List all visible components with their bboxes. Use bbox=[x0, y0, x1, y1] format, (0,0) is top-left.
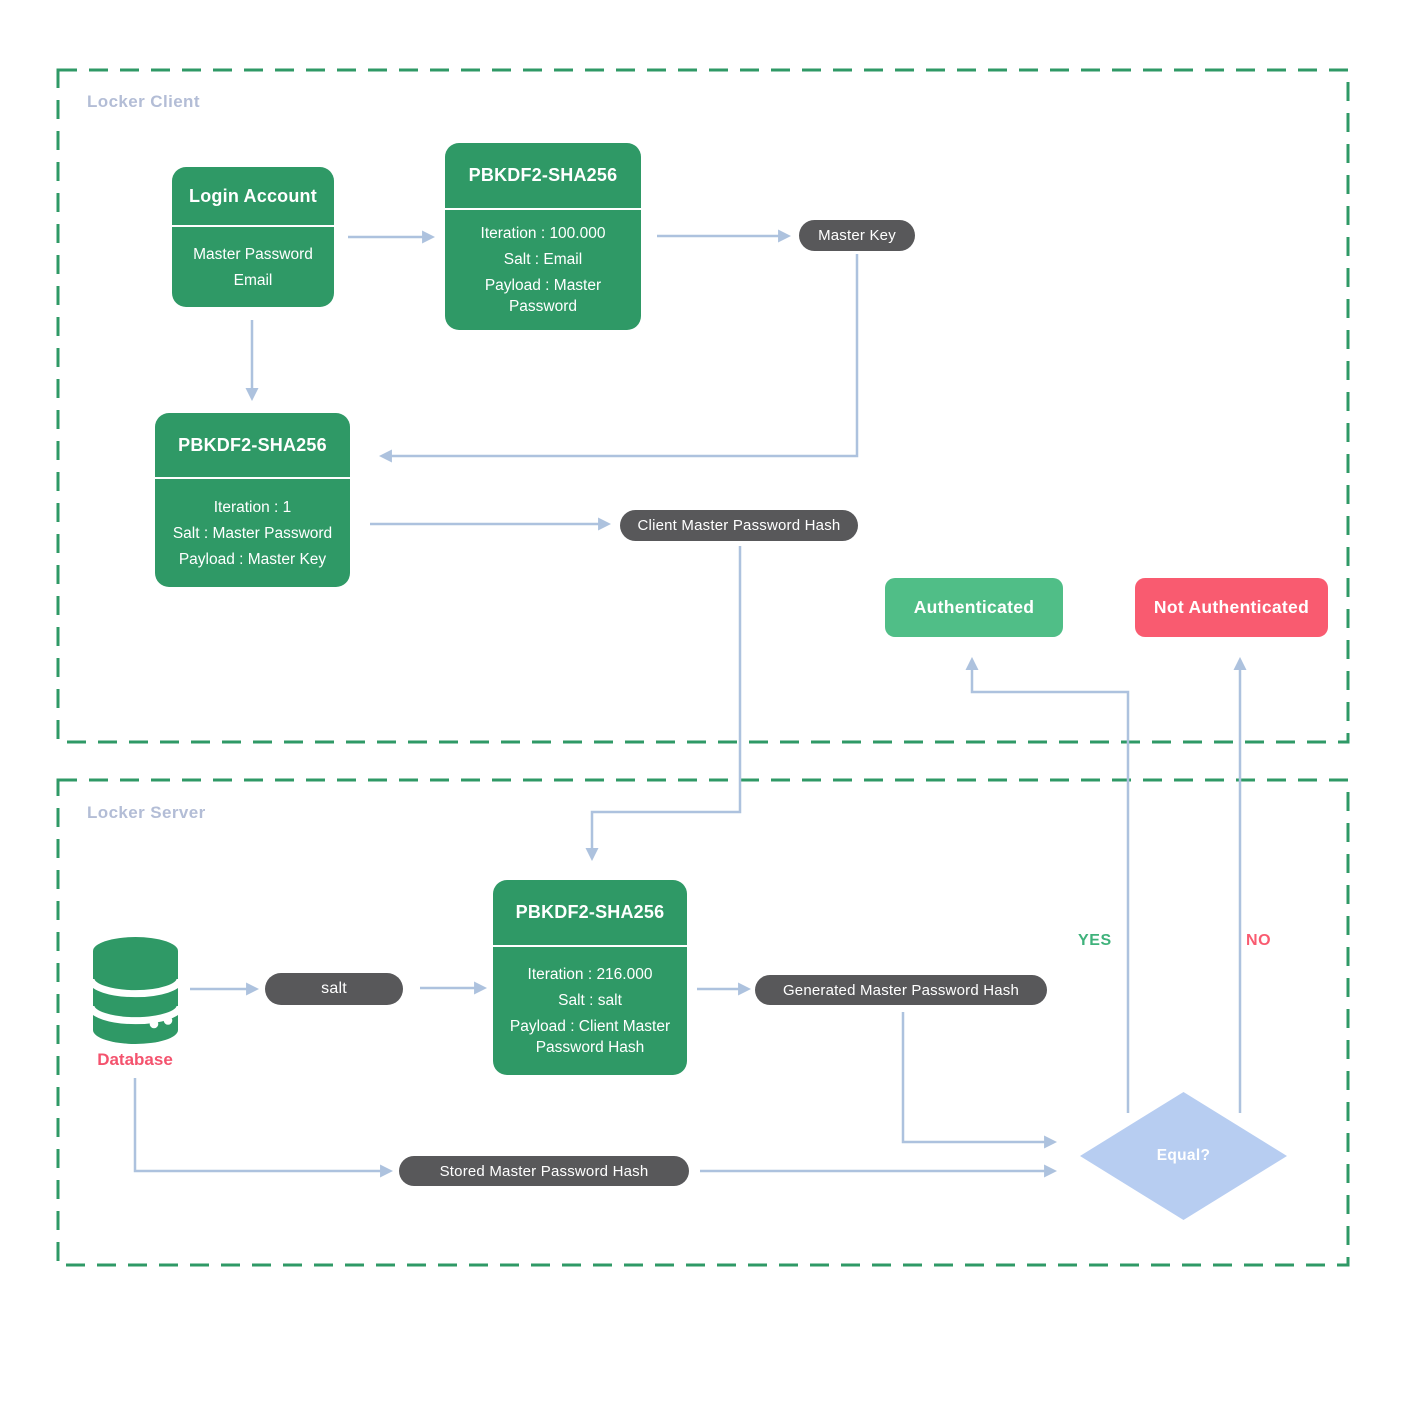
kdf-master-key-body: Iteration : 100.000 Salt : Email Payload… bbox=[445, 210, 641, 330]
stored-master-password-hash-pill: Stored Master Password Hash bbox=[399, 1156, 689, 1186]
login-account-line: Email bbox=[233, 271, 273, 289]
not-authenticated-box: Not Authenticated bbox=[1135, 578, 1328, 637]
database-label: Database bbox=[97, 1050, 173, 1069]
kdf-line: Salt : Email bbox=[503, 251, 583, 268]
login-account-line: Master Password bbox=[193, 245, 313, 263]
kdf-line: Payload : Master Password bbox=[484, 277, 602, 315]
locker-client-label: Locker Client bbox=[87, 92, 200, 111]
login-account-box: Login Account Master Password Email bbox=[172, 167, 334, 307]
kdf-line: Iteration : 216.000 bbox=[527, 966, 653, 983]
arrow-generated-to-equal bbox=[901, 1012, 1058, 1149]
kdf-server-body: Iteration : 216.000 Salt : salt Payload … bbox=[493, 947, 687, 1075]
kdf-master-key-title: PBKDF2-SHA256 bbox=[445, 143, 641, 210]
kdf-line: Payload : Client Master Password Hash bbox=[509, 1018, 671, 1056]
yes-branch-label: YES bbox=[1078, 932, 1112, 949]
kdf-master-key-box: PBKDF2-SHA256 Iteration : 100.000 Salt :… bbox=[445, 143, 641, 330]
login-account-body: Master Password Email bbox=[172, 227, 334, 307]
arrow-yes-to-authenticated bbox=[965, 656, 1130, 1113]
kdf-client-hash-title: PBKDF2-SHA256 bbox=[155, 413, 350, 479]
kdf-client-hash-body: Iteration : 1 Salt : Master Password Pay… bbox=[155, 479, 350, 587]
arrow-database-to-stored bbox=[133, 1078, 394, 1178]
kdf-line: Iteration : 100.000 bbox=[480, 225, 606, 242]
kdf-line: Salt : Master Password bbox=[172, 524, 333, 542]
authenticated-box: Authenticated bbox=[885, 578, 1063, 637]
equal-label: Equal? bbox=[1156, 1147, 1211, 1164]
no-branch-label: NO bbox=[1246, 932, 1272, 949]
equal-decision-diamond: Equal? bbox=[1080, 1092, 1287, 1220]
database-icon bbox=[93, 937, 178, 1044]
kdf-server-title: PBKDF2-SHA256 bbox=[493, 880, 687, 947]
kdf-server-box: PBKDF2-SHA256 Iteration : 216.000 Salt :… bbox=[493, 880, 687, 1075]
generated-master-password-hash-pill: Generated Master Password Hash bbox=[755, 975, 1047, 1005]
master-key-pill: Master Key bbox=[799, 220, 915, 251]
kdf-line: Payload : Master Key bbox=[178, 550, 327, 568]
locker-server-label: Locker Server bbox=[87, 803, 206, 822]
kdf-client-hash-box: PBKDF2-SHA256 Iteration : 1 Salt : Maste… bbox=[155, 413, 350, 587]
login-account-title: Login Account bbox=[172, 167, 334, 227]
kdf-line: Salt : salt bbox=[558, 992, 622, 1009]
salt-pill: salt bbox=[265, 973, 403, 1005]
kdf-line: Iteration : 1 bbox=[213, 498, 292, 516]
client-master-password-hash-pill: Client Master Password Hash bbox=[620, 510, 858, 541]
arrow-clienthash-to-serverkdf bbox=[585, 546, 742, 862]
